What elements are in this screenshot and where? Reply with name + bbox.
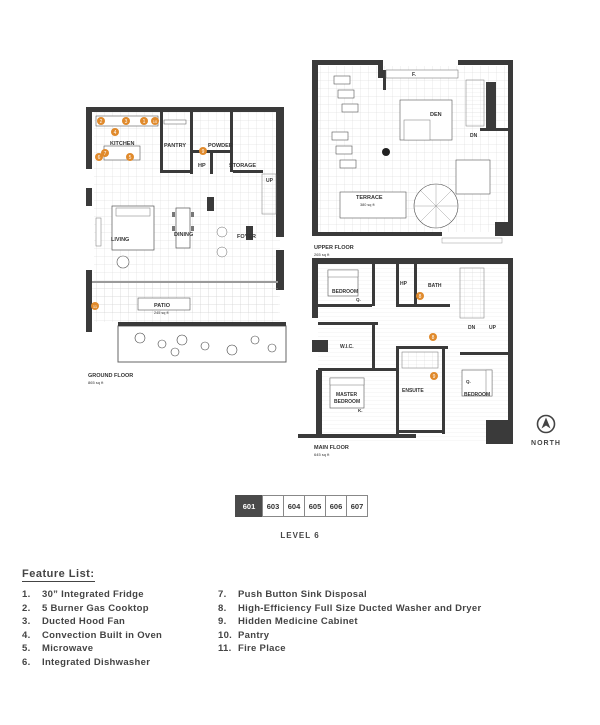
unit-603[interactable]: 603: [262, 495, 284, 517]
feature-item: 3.Ducted Hood Fan: [22, 616, 126, 627]
feature-markers-ground: 2 3 1 10 4 6 7 5 9 11: [91, 117, 207, 310]
marker-8-laundry: 8: [416, 292, 424, 300]
svg-text:7: 7: [104, 151, 107, 157]
marker-6: 6: [95, 153, 103, 161]
svg-text:8: 8: [432, 335, 435, 341]
label-main-bedroom-q: Q.: [356, 297, 361, 302]
feature-item: 7.Push Button Sink Disposal: [218, 589, 367, 600]
unit-selector: 601 603 604 605 606 607: [235, 495, 368, 517]
main-floor-plan: BEDROOM Q. HP BATH DN UP W.I.C. MASTER B…: [298, 258, 513, 457]
unit-605[interactable]: 605: [304, 495, 326, 517]
svg-text:5: 5: [129, 155, 132, 161]
feature-list-title: Feature List:: [22, 568, 95, 582]
svg-text:11: 11: [93, 304, 98, 309]
feature-item: 10.Pantry: [218, 629, 270, 641]
feature-item: 6.Integrated Dishwasher: [22, 656, 151, 668]
svg-text:2: 2: [100, 119, 103, 125]
svg-text:10: 10: [153, 119, 158, 124]
north-arrow-icon: [536, 414, 556, 434]
label-bedroom-2-q: Q.: [466, 379, 471, 384]
label-upper-f: F.: [412, 72, 417, 78]
marker-9: 9: [199, 147, 207, 155]
room-terrace-area: 380 sq ft: [360, 203, 376, 207]
feature-item: 8.High-Efficiency Full Size Ducted Washe…: [218, 602, 482, 614]
room-master-bedroom-line1: MASTER: [336, 392, 358, 398]
room-master-bedroom-line2: BEDROOM: [334, 399, 360, 405]
svg-text:8: 8: [419, 294, 422, 300]
room-pantry: PANTRY: [164, 143, 186, 149]
ground-floor-label: GROUND FLOOR: [88, 373, 133, 379]
marker-4: 4: [111, 128, 119, 136]
room-bedroom-2: BEDROOM: [464, 392, 490, 398]
feature-item: 2.5 Burner Gas Cooktop: [22, 602, 149, 614]
room-dining: DINING: [174, 232, 193, 238]
marker-11: 11: [91, 302, 99, 310]
room-main-hp: HP: [400, 281, 408, 287]
label-upper-dn: DN: [470, 133, 478, 139]
feature-item: 4.Convection Built in Oven: [22, 629, 163, 641]
room-main-bath: BATH: [428, 283, 442, 289]
marker-5: 5: [126, 153, 134, 161]
label-up: UP: [266, 178, 274, 184]
room-wic: W.I.C.: [340, 344, 354, 350]
unit-606[interactable]: 606: [325, 495, 347, 517]
upper-floor-label: UPPER FLOOR: [314, 245, 354, 251]
feature-list-right: 7.Push Button Sink Disposal 8.High-Effic…: [218, 589, 481, 657]
label-master-k: K.: [358, 408, 363, 413]
room-ensuite: ENSUITE: [402, 388, 424, 394]
main-floor-label: MAIN FLOOR: [314, 445, 349, 451]
marker-9-ensuite: 9: [430, 372, 438, 380]
label-main-dn: DN: [468, 325, 476, 331]
floor-plans: KITCHEN PANTRY POWDER HP STORAGE UP LIVI…: [86, 60, 513, 457]
svg-text:4: 4: [114, 130, 117, 136]
marker-7: 7: [101, 149, 109, 157]
main-floor-area: 645 sq ft: [314, 452, 330, 457]
level-label: LEVEL 6: [280, 531, 320, 540]
feature-item: 9.Hidden Medicine Cabinet: [218, 616, 358, 627]
unit-601[interactable]: 601: [235, 495, 263, 517]
ground-floor-plan: KITCHEN PANTRY POWDER HP STORAGE UP LIVI…: [86, 107, 287, 385]
marker-3: 3: [122, 117, 130, 125]
room-main-bedroom: BEDROOM: [332, 289, 358, 295]
unit-604[interactable]: 604: [283, 495, 305, 517]
svg-text:6: 6: [98, 155, 101, 161]
room-terrace: TERRACE: [356, 195, 383, 201]
room-foyer: FOYER: [237, 234, 256, 240]
feature-markers-main: 8 8 9: [416, 292, 438, 380]
room-patio: PATIO: [154, 303, 171, 309]
marker-10: 10: [151, 117, 159, 125]
svg-text:9: 9: [433, 374, 436, 380]
room-den: DEN: [430, 112, 442, 118]
north-compass: NORTH: [528, 414, 564, 447]
feature-item: 11.Fire Place: [218, 643, 286, 654]
marker-8-bath: 8: [429, 333, 437, 341]
room-storage: STORAGE: [229, 163, 256, 169]
upper-floor-area: 265 sq ft: [314, 252, 330, 257]
svg-text:1: 1: [143, 119, 146, 125]
feature-item: 1.30” Integrated Fridge: [22, 589, 144, 600]
marker-1: 1: [140, 117, 148, 125]
marker-2: 2: [97, 117, 105, 125]
feature-list-left: 1.30” Integrated Fridge 2.5 Burner Gas C…: [22, 589, 162, 670]
room-living: LIVING: [111, 237, 129, 243]
north-label: NORTH: [531, 440, 561, 447]
room-kitchen: KITCHEN: [110, 141, 134, 147]
svg-text:9: 9: [202, 149, 205, 155]
room-hp: HP: [198, 163, 206, 169]
label-main-up: UP: [489, 325, 497, 331]
upper-floor-plan: DEN DN F. TERRACE 380 sq ft UPPER FLOOR …: [312, 60, 513, 257]
room-powder: POWDER: [208, 143, 233, 149]
room-patio-area: 245 sq ft: [154, 311, 170, 315]
unit-607[interactable]: 607: [346, 495, 368, 517]
ground-floor-area: 865 sq ft: [88, 380, 104, 385]
feature-item: 5.Microwave: [22, 643, 94, 654]
svg-text:3: 3: [125, 119, 128, 125]
